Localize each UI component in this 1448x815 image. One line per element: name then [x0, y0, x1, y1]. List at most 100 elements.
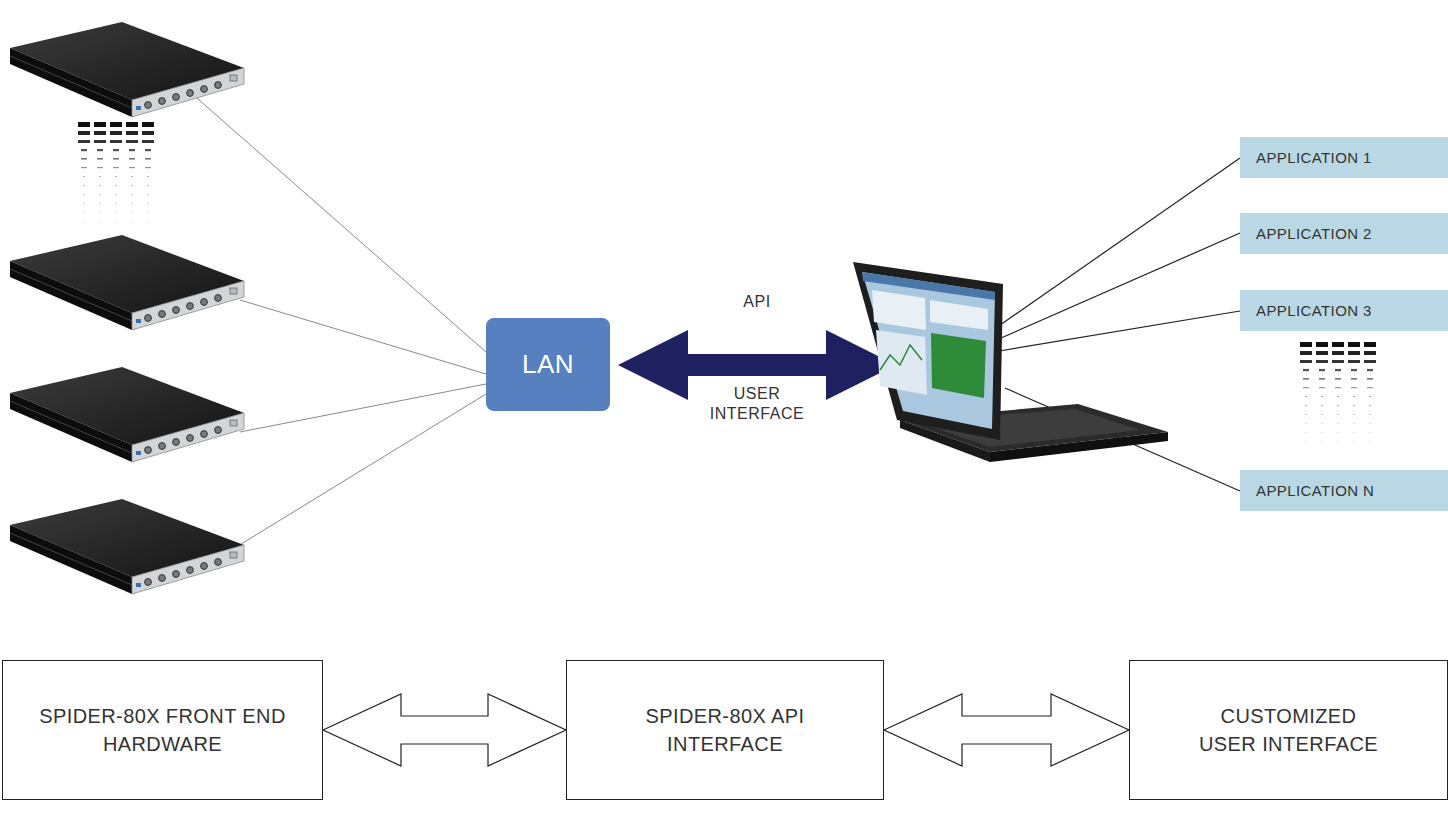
- fade-dot: [1316, 351, 1328, 355]
- fade-dot: [1303, 387, 1309, 388]
- fade-dot: [110, 131, 122, 135]
- fade-dot: [115, 194, 117, 195]
- fade-dot: [94, 131, 106, 135]
- fade-dot: [1348, 351, 1360, 355]
- fade-dot: [1364, 342, 1376, 347]
- fade-dot: [126, 140, 138, 143]
- fade-dot: [1351, 378, 1357, 380]
- fade-dot: [1353, 396, 1355, 397]
- fade-dot: [113, 149, 119, 151]
- fade-dot: [83, 176, 85, 177]
- fade-dot: [1321, 441, 1323, 442]
- block-box: CUSTOMIZED USER INTERFACE: [1129, 660, 1448, 800]
- fade-dot: [1300, 351, 1312, 355]
- fade-dot: [115, 212, 117, 213]
- fade-dot: [1321, 423, 1323, 424]
- fade-dot: [99, 212, 101, 213]
- fade-dot: [1300, 360, 1312, 363]
- fade-dot: [1303, 369, 1309, 371]
- fade-dot: [1369, 432, 1371, 433]
- fade-dot: [147, 212, 149, 213]
- fade-dot: [115, 221, 117, 222]
- node-text: CUSTOMIZED USER INTERFACE: [1194, 702, 1384, 758]
- fade-dot: [1369, 414, 1371, 415]
- fade-dot: [110, 122, 122, 127]
- arrow-label: API: [717, 292, 797, 312]
- fade-dot: [1305, 396, 1307, 397]
- fade-dot: [1364, 360, 1376, 363]
- fade-dot: [97, 167, 103, 168]
- fade-dot: [1305, 432, 1307, 433]
- fade-dot: [1351, 369, 1357, 371]
- fade-dot: [147, 185, 149, 186]
- fade-dot: [1337, 432, 1339, 433]
- fade-dot: [97, 158, 103, 160]
- hardware-unit: [10, 235, 244, 330]
- fade-dot: [1369, 405, 1371, 406]
- fade-dot: [142, 140, 154, 143]
- fade-dot: [1332, 342, 1344, 347]
- fade-dot: [1337, 414, 1339, 415]
- fade-dot: [131, 203, 133, 204]
- node-text: LAN: [522, 346, 574, 382]
- fade-dot: [1316, 360, 1328, 363]
- fade-dot: [1348, 360, 1360, 363]
- fade-dot: [99, 203, 101, 204]
- fade-dot: [110, 140, 122, 143]
- fade-dot: [113, 158, 119, 160]
- node-text: SPIDER-80X API INTERFACE: [625, 702, 825, 758]
- arrow-label: USER INTERFACE: [692, 384, 822, 424]
- fade-dot: [99, 221, 101, 222]
- fade-dot: [131, 185, 133, 186]
- fade-dot: [142, 122, 154, 127]
- fade-dot: [147, 176, 149, 177]
- fade-dot: [1367, 387, 1373, 388]
- laptop: [853, 262, 1168, 462]
- fade-dot: [1351, 387, 1357, 388]
- fade-dot: [1369, 396, 1371, 397]
- fade-dot: [1353, 405, 1355, 406]
- fade-dot: [1353, 423, 1355, 424]
- fade-dot: [1305, 405, 1307, 406]
- fade-dot: [83, 185, 85, 186]
- fade-dot: [94, 122, 106, 127]
- fade-dot: [99, 194, 101, 195]
- network-wire: [190, 92, 486, 560]
- fade-dot: [142, 131, 154, 135]
- fade-dot: [1364, 351, 1376, 355]
- fade-dot: [1353, 414, 1355, 415]
- application-box: APPLICATION 2: [1240, 213, 1448, 254]
- application-box: APPLICATION 3: [1240, 290, 1448, 331]
- fade-dot: [1337, 423, 1339, 424]
- fade-dot: [1319, 378, 1325, 380]
- fade-dot: [129, 149, 135, 151]
- fade-dot: [1353, 432, 1355, 433]
- fade-dot: [1319, 387, 1325, 388]
- fade-dot: [83, 221, 85, 222]
- fade-dot: [78, 140, 90, 143]
- fade-dot: [1369, 441, 1371, 442]
- node-text: APPLICATION 1: [1256, 147, 1372, 168]
- fade-dot: [1305, 414, 1307, 415]
- fade-dot: [129, 158, 135, 160]
- fade-dot: [1321, 396, 1323, 397]
- application-box: APPLICATION N: [1240, 470, 1448, 511]
- hardware-unit: [10, 367, 244, 462]
- fade-dot: [126, 131, 138, 135]
- fade-dot: [81, 158, 87, 160]
- fade-dot: [145, 167, 151, 168]
- fade-dot: [147, 194, 149, 195]
- fade-dot: [94, 140, 106, 143]
- hardware-unit: [10, 499, 244, 594]
- fade-dot: [1337, 441, 1339, 442]
- fade-dot: [1321, 405, 1323, 406]
- fade-dot: [1300, 342, 1312, 347]
- fade-dot: [81, 167, 87, 168]
- fade-dot: [1332, 351, 1344, 355]
- fade-dot: [1353, 441, 1355, 442]
- fade-dot: [129, 167, 135, 168]
- fade-dots: [78, 122, 154, 222]
- fade-dot: [113, 167, 119, 168]
- fade-dot: [78, 122, 90, 127]
- fade-dot: [1316, 342, 1328, 347]
